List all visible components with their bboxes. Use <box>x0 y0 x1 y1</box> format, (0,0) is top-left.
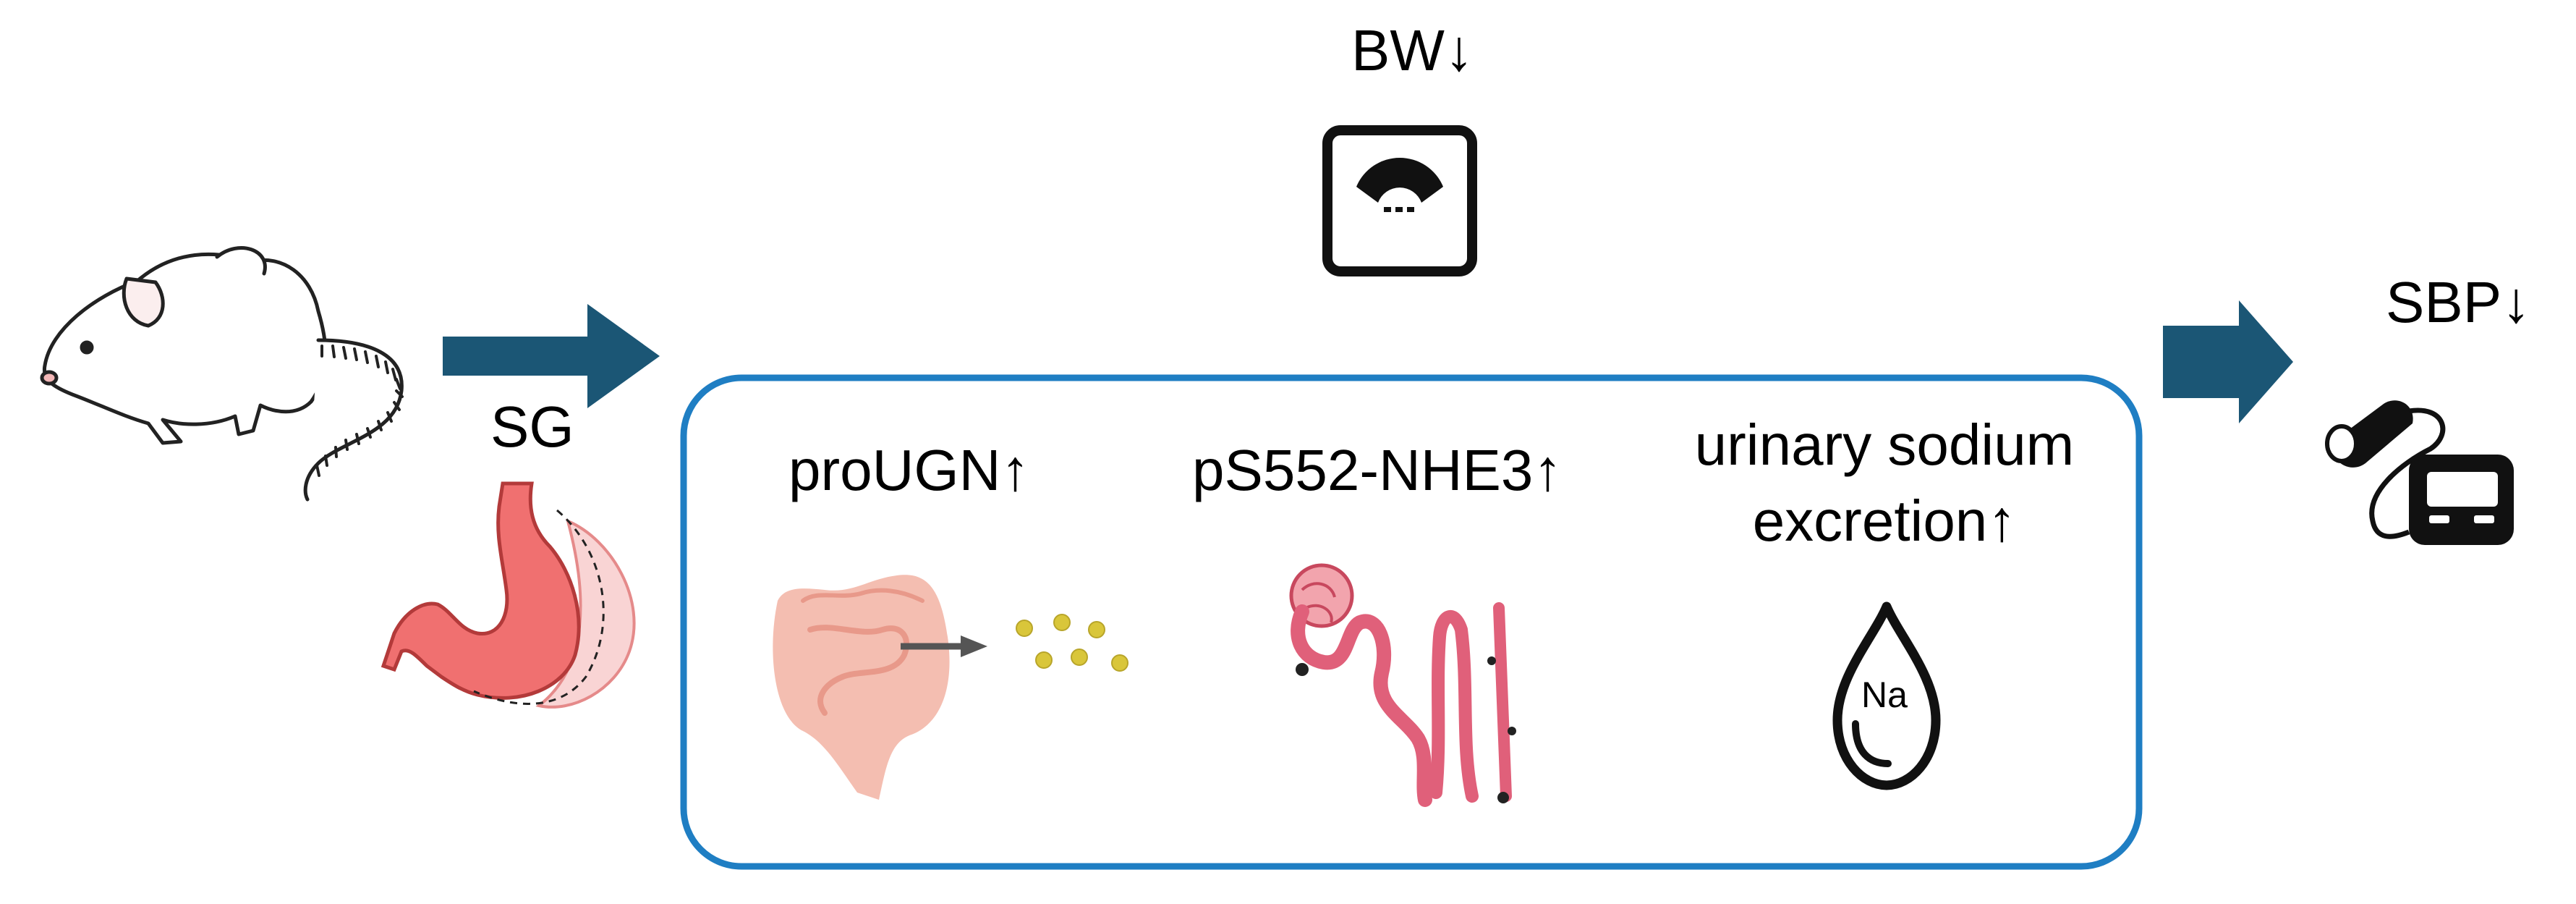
sbp-label: SBP↓ <box>2386 270 2531 334</box>
blood-pressure-monitor-icon <box>2325 400 2514 545</box>
droplet-icon <box>1832 601 1941 790</box>
sg-label: SG <box>490 394 574 459</box>
nhe3-label: pS552-NHE3↑ <box>1192 438 1563 502</box>
arrow-right-2 <box>2163 300 2293 423</box>
sodium-label-line2: excretion↑ <box>1752 489 2017 553</box>
nephron-icon <box>1289 563 1516 807</box>
intestine-icon <box>773 575 950 800</box>
secretion-arrow <box>901 635 987 657</box>
body-weight-label: BW↓ <box>1351 18 1474 83</box>
rat-icon <box>40 246 404 502</box>
scale-icon <box>1322 125 1477 276</box>
mechanism-box <box>680 374 2143 870</box>
sodium-label-line1: urinary sodium <box>1694 413 2075 477</box>
stomach-icon <box>381 481 636 709</box>
arrow-right-1 <box>443 304 660 408</box>
prougn-label: proUGN↑ <box>788 438 1030 502</box>
sodium-symbol: Na <box>1861 675 1908 715</box>
peptide-dots <box>1016 614 1128 672</box>
